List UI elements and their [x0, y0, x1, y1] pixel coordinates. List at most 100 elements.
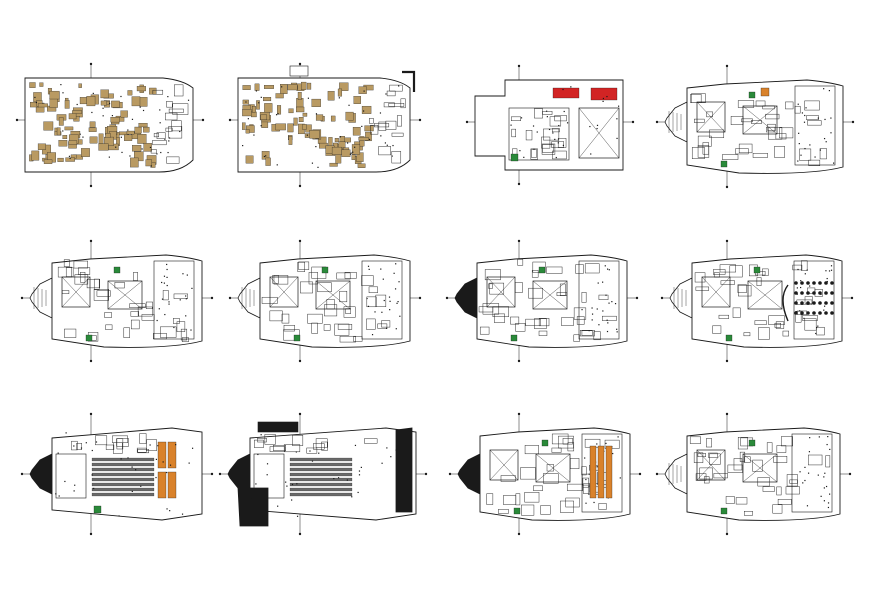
furniture-block	[263, 97, 272, 102]
furniture-block	[139, 97, 148, 107]
column-mark	[260, 125, 262, 127]
room	[269, 310, 283, 322]
column-mark	[338, 97, 340, 99]
seating-row	[289, 472, 353, 477]
stage	[55, 453, 87, 499]
green-marker	[293, 334, 301, 342]
column-mark	[830, 132, 832, 134]
room	[494, 313, 505, 323]
room	[766, 126, 776, 133]
seating-dot	[818, 291, 822, 295]
furniture-block	[78, 83, 82, 88]
grid-axis-marker	[848, 472, 852, 476]
column-mark	[606, 319, 608, 321]
grid-axis-marker	[517, 359, 521, 363]
room	[804, 318, 817, 331]
room	[804, 100, 820, 111]
dome-entrance	[669, 277, 693, 319]
dark-cluster	[257, 421, 299, 433]
room	[546, 464, 554, 472]
room	[176, 321, 186, 332]
atrium-void	[578, 107, 620, 159]
green-marker	[753, 266, 761, 274]
room	[744, 511, 753, 516]
room	[551, 433, 569, 445]
room	[738, 285, 752, 297]
room	[166, 101, 173, 108]
column-mark	[602, 310, 604, 312]
column-mark	[62, 130, 64, 132]
column-mark	[806, 505, 809, 507]
furniture-block	[39, 82, 44, 87]
column-mark	[150, 165, 152, 167]
column-mark	[536, 131, 538, 133]
column-mark	[532, 125, 535, 127]
grid-axis-marker	[631, 120, 635, 124]
column-mark	[796, 287, 798, 289]
column-mark	[140, 485, 142, 487]
atrium-void-cross	[107, 280, 143, 310]
column-mark	[175, 444, 177, 446]
room	[317, 282, 332, 293]
furniture-block	[31, 150, 40, 161]
seating-row	[289, 457, 353, 462]
column-mark	[380, 135, 382, 137]
furniture-block	[334, 138, 339, 143]
room	[582, 477, 589, 488]
room	[76, 443, 82, 450]
room	[534, 318, 547, 329]
column-mark	[386, 447, 388, 449]
furniture-block	[29, 82, 36, 88]
room	[136, 447, 147, 453]
room	[695, 473, 707, 481]
furniture-block	[261, 121, 269, 128]
room	[96, 290, 111, 297]
furniture-block	[277, 105, 282, 115]
column-mark	[251, 497, 253, 499]
column-mark	[557, 142, 559, 144]
column-mark	[830, 265, 833, 267]
column-mark	[360, 466, 362, 468]
room	[488, 283, 493, 289]
column-mark	[382, 278, 384, 280]
column-mark	[161, 281, 163, 284]
seating-row	[91, 467, 155, 472]
room	[709, 129, 725, 138]
furniture-block	[352, 126, 361, 136]
atrium-void-cross	[742, 453, 778, 483]
column-mark	[618, 105, 620, 107]
grid-axis-marker	[15, 118, 19, 122]
column-mark	[281, 86, 283, 88]
furniture-block	[100, 100, 107, 106]
column-mark	[596, 466, 598, 468]
room	[323, 324, 331, 331]
room	[524, 445, 539, 455]
room	[326, 299, 335, 310]
room	[95, 435, 108, 446]
furniture-block	[130, 157, 139, 168]
grid-axis-marker	[298, 412, 302, 416]
building-outline	[476, 254, 628, 348]
column-mark	[166, 276, 168, 278]
room	[808, 159, 821, 166]
furniture-block	[79, 97, 88, 105]
column-mark	[296, 483, 298, 485]
grid-axis-marker	[298, 532, 302, 536]
column-mark	[585, 478, 587, 481]
column-mark	[519, 150, 521, 152]
column-mark	[111, 115, 114, 117]
grid-axis-marker	[638, 472, 642, 476]
column-mark	[79, 133, 81, 135]
room	[542, 111, 553, 115]
column-mark	[809, 144, 811, 146]
room	[361, 275, 374, 286]
room	[168, 108, 184, 113]
room	[567, 442, 575, 452]
green-marker	[510, 334, 518, 342]
furniture-block	[145, 159, 152, 167]
room	[697, 453, 706, 457]
room	[307, 313, 323, 324]
column-mark	[367, 265, 370, 267]
grid-axis-marker	[210, 472, 214, 476]
room	[174, 84, 184, 97]
